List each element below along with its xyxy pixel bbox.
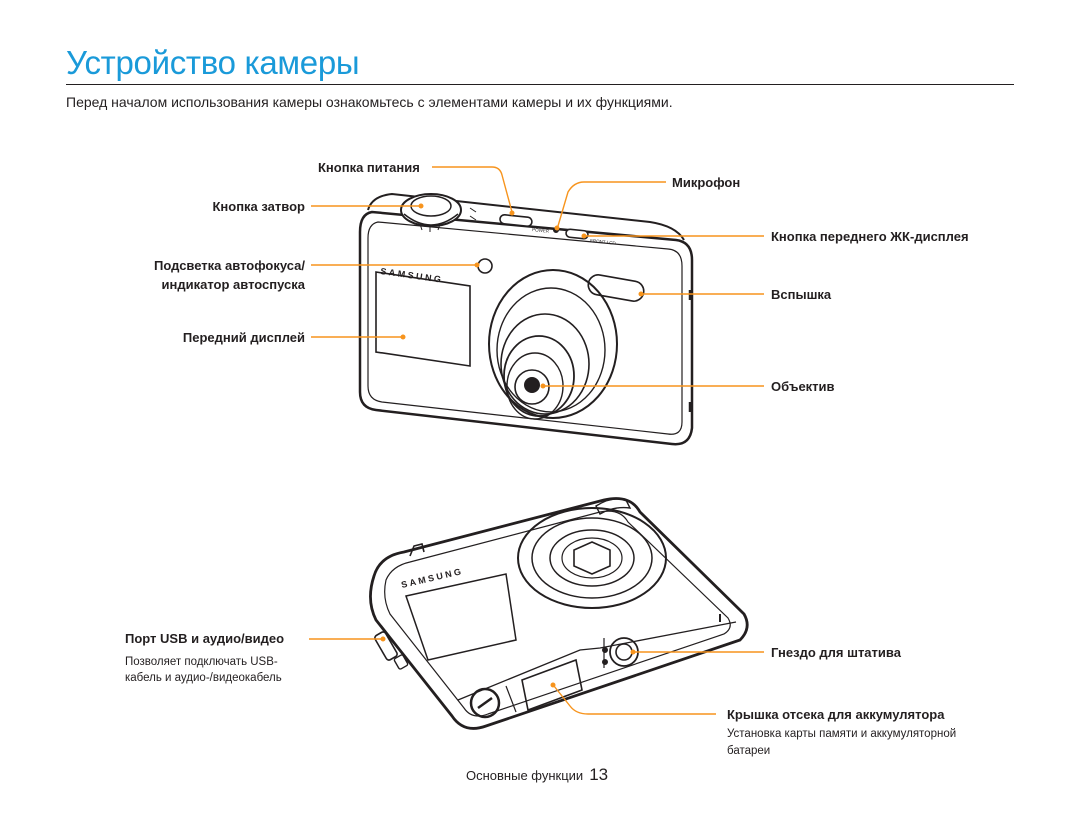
battery-desc-line2: батареи: [727, 745, 771, 757]
battery-cover: [521, 658, 583, 712]
label-power-button: Кнопка питания: [318, 160, 420, 175]
page-number: 13: [589, 765, 609, 784]
label-microphone: Микрофон: [672, 175, 741, 190]
usb-desc-line2: кабель и аудио-/видеокабель: [125, 672, 282, 684]
label-af-lamp-line2: индикатор автоспуска: [161, 277, 305, 292]
lens-shutter-blades: [573, 541, 611, 575]
title-rule: [66, 84, 1014, 85]
top-power-label: POWER: [532, 227, 550, 234]
label-front-lcd-button: Кнопка переднего ЖК-дисплея: [771, 229, 969, 244]
battery-desc-line1: Установка карты памяти и аккумуляторной: [727, 728, 957, 740]
label-lens: Объектив: [771, 379, 835, 394]
footer-section: Основные функции: [466, 768, 584, 783]
label-usb-port: Порт USB и аудио/видео: [125, 631, 285, 646]
camera-bottom-view: SAMSUNG: [369, 497, 749, 730]
page-title: Устройство камеры: [66, 44, 360, 81]
usb-desc-line1: Позволяет подключать USB-: [125, 656, 278, 668]
lens-glass: [514, 369, 550, 405]
label-tripod: Гнездо для штатива: [771, 645, 901, 660]
label-flash: Вспышка: [771, 287, 832, 302]
callout-lines: [309, 166, 764, 715]
bottom-brand-logo: SAMSUNG: [400, 566, 464, 590]
intro-text: Перед началом использования камеры ознак…: [66, 94, 673, 110]
top-front-lcd-label: FRONT LCD: [590, 238, 617, 246]
power-button: [499, 213, 533, 227]
camera-front-view: SAMSUNG POWER FRONT LCD: [358, 192, 694, 446]
page-footer: Основные функции 13: [466, 765, 608, 785]
label-af-lamp-line1: Подсветка автофокуса/: [154, 258, 305, 273]
usb-port: [374, 631, 398, 661]
label-shutter-button: Кнопка затвор: [212, 199, 305, 214]
lens-ring-outer: [488, 269, 618, 419]
label-front-display: Передний дисплей: [182, 330, 305, 345]
front-brand-logo: SAMSUNG: [380, 266, 444, 285]
battery-latch: [469, 687, 501, 719]
af-lamp: [477, 258, 493, 274]
label-battery-cover: Крышка отсека для аккумулятора: [727, 707, 945, 722]
shutter-dial: [400, 193, 462, 227]
